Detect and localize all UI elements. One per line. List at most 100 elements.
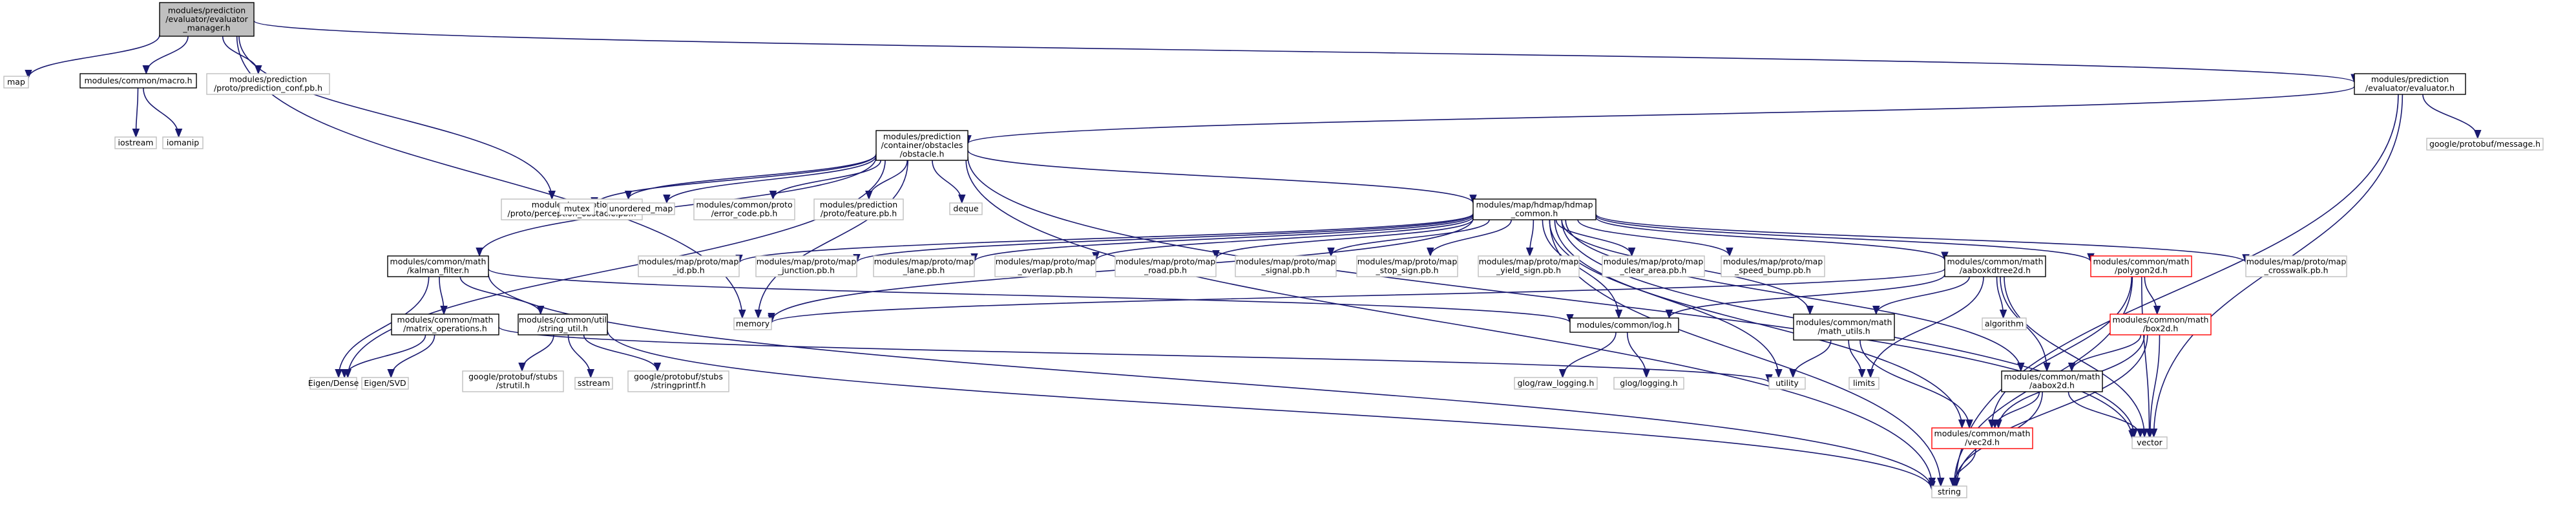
edge-hdmap_common-to-map_signal [1327,219,1490,257]
node-mutex-label-line-0: mutex [564,204,590,213]
node-feature-label-line-1: /proto/feature.pb.h [821,209,897,218]
edge-math_utils-to-limits [1848,339,1866,379]
node-error_code-box [693,198,795,220]
node-limits: limits [1848,377,1880,390]
edge-matrix_ops-to-eigen_svd [387,334,435,379]
node-mutex-box [559,202,595,215]
edge-obstacle-to-string [965,160,1936,487]
edge-obstacle-to-unordered_map [663,155,877,204]
edge-log-to-glog_logging [1626,332,1650,379]
edge-polygon2d-to-vector [2141,276,2153,438]
node-aaboxkdtree[interactable]: modules/common/math/aaboxkdtree2d.h [1944,255,2046,277]
node-vec2d[interactable]: modules/common/math/vec2d.h [1931,427,2033,449]
node-box2d-label-line-0: modules/common/math [2113,315,2209,324]
node-map_overlap-label-line-1: _overlap.pb.h [1018,266,1073,275]
node-kalman[interactable]: modules/common/math/kalman_filter.h [387,255,489,277]
edge-obstacle-to-error_code [769,160,881,200]
node-kalman-label-line-1: /kalman_filter.h [407,266,469,275]
edge-obstacle-to-perception_obstacle [624,153,877,200]
node-evaluator[interactable]: modules/prediction/evaluator/evaluator.h [2354,73,2466,95]
node-raw_logging-label-line-0: glog/raw_logging.h [1518,378,1595,388]
node-algorithm-box [1982,317,2027,330]
node-map_lane: modules/map/proto/map_lane.pb.h [873,255,975,277]
edge-matrix_ops-to-utility [498,326,1773,384]
node-strutil-label-line-1: /strutil.h [496,381,530,390]
node-sstream: sstream [574,377,613,390]
node-map_crosswalk-box [2245,255,2347,277]
node-map_road-label-line-0: modules/map/proto/map [1116,257,1216,266]
node-map_clear_area-label-line-0: modules/map/proto/map [1604,257,1704,266]
node-polygon2d[interactable]: modules/common/math/polygon2d.h [2090,255,2192,277]
node-map_signal-label-line-0: modules/map/proto/map [1236,257,1336,266]
edge-obstacle-to-memory [754,160,908,319]
edge-macro-to-iomanip [143,87,183,138]
node-aabox2d-label-line-1: /aabox2d.h [2029,381,2075,390]
node-math_utils[interactable]: modules/common/math/math_utils.h [1793,313,1895,341]
edge-root-to-map [25,34,160,80]
node-map_speed_bump: modules/map/proto/map_speed_bump.pb.h [1721,255,1825,277]
edge-hdmap_common-to-map_speed_bump [1577,219,1733,257]
node-aabox2d[interactable]: modules/common/math/aabox2d.h [2001,370,2103,392]
node-stringprintf: google/protobuf/stubs/stringprintf.h [627,370,729,392]
node-hdmap_common-label-line-1: _common.h [1511,209,1558,218]
node-log[interactable]: modules/common/log.h [1569,317,1679,333]
node-macro[interactable]: modules/common/macro.h [79,73,197,89]
node-vec2d-box [1931,427,2033,449]
node-map_yield_sign: modules/map/proto/map_yield_sign.pb.h [1478,255,1580,277]
node-raw_logging: glog/raw_logging.h [1514,377,1598,390]
node-utility-label-line-0: utility [1775,378,1799,388]
node-kalman-box [387,255,489,277]
node-stringprintf-label-line-1: /stringprintf.h [651,381,706,390]
node-sstream-label-line-0: sstream [578,378,610,388]
edge-aaboxkdtree-to-math_utils [1872,276,1970,315]
node-unordered_map: unordered_map [607,202,675,215]
node-matrix_ops[interactable]: modules/common/math/matrix_operations.h [391,313,499,335]
node-map_crosswalk-label-line-0: modules/map/proto/map [2246,257,2347,266]
node-glog_logging: glog/logging.h [1613,377,1684,390]
edge-obstacle-to-feature [865,160,908,200]
node-feature-box [813,198,904,220]
node-polygon2d-box [2090,255,2192,277]
node-map_overlap: modules/map/proto/map_overlap.pb.h [994,255,1096,277]
edge-hdmap_common-to-map_lane [970,215,1474,263]
node-root-label-line-2: _manager.h [182,23,230,32]
node-memory-label-line-0: memory [736,319,770,328]
node-memory-box [733,317,772,330]
node-log-label-line-0: modules/common/log.h [1576,320,1671,330]
edge-hdmap_common-to-aaboxkdtree [1595,217,1949,261]
node-map_stop_sign-label-line-0: modules/map/proto/map [1357,257,1458,266]
node-sstream-box [574,377,613,390]
node-map_crosswalk: modules/map/proto/map_crosswalk.pb.h [2245,255,2347,277]
node-matrix_ops-label-line-0: modules/common/math [397,315,494,324]
node-string_util-box [518,313,608,335]
node-eigen_svd-box [361,377,409,390]
edge-aaboxkdtree-to-algorithm [1996,276,2007,319]
edge-string_util-to-string [607,330,1936,491]
node-map-box [3,76,29,89]
node-vec2d-label-line-0: modules/common/math [1934,429,2031,438]
node-hdmap_common[interactable]: modules/map/hdmap/hdmap_common.h [1472,198,1597,220]
node-evaluator-label-line-0: modules/prediction [2371,74,2449,84]
node-aaboxkdtree-label-line-0: modules/common/math [1947,257,2044,266]
node-string_util[interactable]: modules/common/util/string_util.h [518,313,608,335]
node-hdmap_common-box [1472,198,1597,220]
node-deque-label-line-0: deque [953,204,978,213]
edge-math_utils-to-vec2d [1859,339,1973,429]
node-map_clear_area-box [1602,255,1705,277]
node-deque: deque [949,202,983,215]
edge-hdmap_common-to-map_clear_area [1555,219,1636,257]
node-map_id-box [638,255,740,277]
node-map_yield_sign-label-line-0: modules/map/proto/map [1479,257,1579,266]
edge-log-to-raw_logging [1558,332,1617,379]
node-obstacle[interactable]: modules/prediction/container/obstacles/o… [875,130,969,161]
node-map_yield_sign-label-line-1: _yield_sign.pb.h [1496,266,1561,275]
node-root-label-line-1: /evaluator/evaluator [165,14,248,24]
node-box2d[interactable]: modules/common/math/box2d.h [2110,313,2212,335]
node-aabox2d-box [2001,370,2103,392]
node-root[interactable]: modules/prediction/evaluator/evaluator_m… [159,2,255,37]
node-hdmap_common-label-line-0: modules/map/hdmap/hdmap [1476,200,1593,209]
node-map_overlap-label-line-0: modules/map/proto/map [996,257,1096,266]
node-map_speed_bump-label-line-1: _speed_bump.pb.h [1734,266,1811,275]
node-obstacle-label-line-0: modules/prediction [883,131,961,141]
